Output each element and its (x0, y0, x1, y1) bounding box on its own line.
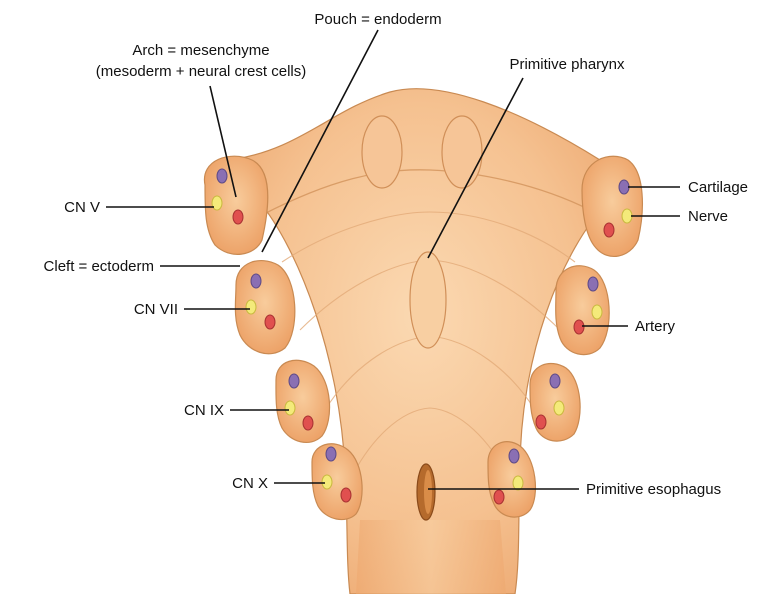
left-arch-3 (276, 360, 330, 442)
cn7-label: CN VII (134, 301, 178, 318)
left-arch-2 (235, 261, 294, 354)
cartilage-dot (251, 274, 261, 288)
artery-dot (265, 315, 275, 329)
artery-dot (494, 490, 504, 504)
artery-dot (233, 210, 243, 224)
nerve-dot (622, 209, 632, 223)
artery-dot (574, 320, 584, 334)
cn9-label: CN IX (184, 402, 224, 419)
cartilage-dot (289, 374, 299, 388)
cn10-label: CN X (232, 475, 268, 492)
esophagus-label: Primitive esophagus (586, 481, 721, 498)
nerve-dot (513, 476, 523, 490)
cartilage-dot (326, 447, 336, 461)
nerve-dot (592, 305, 602, 319)
artery-dot (536, 415, 546, 429)
nerve-dot (322, 475, 332, 489)
cartilage-dot (588, 277, 598, 291)
nerve-label: Nerve (688, 208, 728, 225)
cartilage-dot (550, 374, 560, 388)
right-arch-1 (582, 156, 642, 256)
nerve-dot (554, 401, 564, 415)
cleft-label: Cleft = ectoderm (44, 258, 154, 275)
artery-dot (303, 416, 313, 430)
cn5-label: CN V (64, 199, 100, 216)
cartilage-dot (509, 449, 519, 463)
arch-label-line2: (mesoderm + neural crest cells) (96, 63, 306, 80)
cartilage-dot (619, 180, 629, 194)
nerve-dot (246, 300, 256, 314)
pharynx-label: Primitive pharynx (509, 56, 625, 73)
cartilage-label: Cartilage (688, 179, 748, 196)
artery-dot (604, 223, 614, 237)
cartilage-dot (217, 169, 227, 183)
artery-label: Artery (635, 318, 676, 335)
nerve-dot (212, 196, 222, 210)
pouch-label: Pouch = endoderm (314, 11, 441, 28)
nerve-dot (285, 401, 295, 415)
artery-dot (341, 488, 351, 502)
arch-label-line1: Arch = mesenchyme (132, 42, 269, 59)
